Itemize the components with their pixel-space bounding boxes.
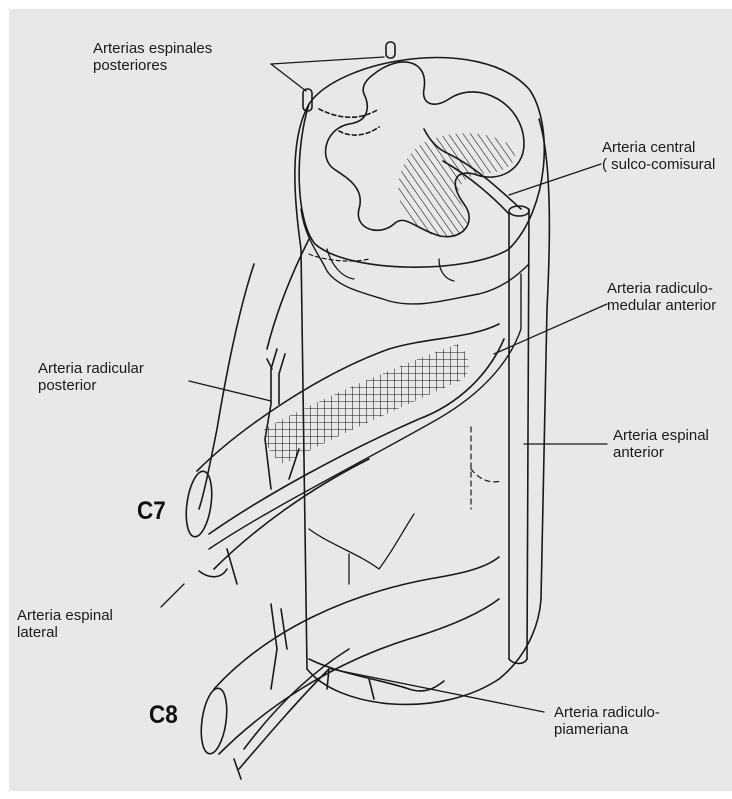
label-anterior-spinal-artery: Arteria espinal anterior: [613, 427, 709, 461]
label-line: Arteria radicular: [38, 360, 144, 377]
label-line: Arteria espinal: [613, 427, 709, 444]
label-line: anterior: [613, 444, 709, 461]
label-posterior-radicular-artery: Arteria radicular posterior: [38, 360, 144, 394]
central-artery-territory: [398, 133, 515, 237]
label-line: Arteria radiculo-: [554, 704, 660, 721]
label-line: Arterias espinales: [93, 40, 212, 57]
label-line: lateral: [17, 624, 113, 641]
cord-right-contour: [539, 119, 549, 599]
label-line: posteriores: [93, 57, 212, 74]
label-radiculopial-artery: Arteria radiculo- piameriana: [554, 704, 660, 738]
radiculopial-artery: [271, 604, 444, 699]
label-line: Arteria radiculo-: [607, 280, 716, 297]
radicular-artery-territory: [264, 344, 469, 464]
cord-lower-end: [307, 599, 541, 704]
posterior-spinal-arteries: [303, 42, 395, 135]
label-posterior-spinal-arteries: Arterias espinales posteriores: [93, 40, 212, 74]
label-line: Arteria espinal: [17, 607, 113, 624]
label-lateral-spinal-artery: Arteria espinal lateral: [17, 607, 113, 641]
anterior-spinal-artery: [509, 206, 529, 664]
segment-label-c8: C8: [149, 701, 178, 730]
spinal-cord-diagram: [9, 9, 732, 791]
label-line: posterior: [38, 377, 144, 394]
label-radiculo-medullary-artery: Arteria radiculo- medular anterior: [607, 280, 716, 314]
label-line: piameriana: [554, 721, 660, 738]
label-line: medular anterior: [607, 297, 716, 314]
label-line: Arteria central: [602, 139, 715, 156]
segment-label-c7: C7: [137, 497, 166, 526]
label-line: ( sulco-comisural: [602, 156, 715, 173]
label-central-artery: Arteria central ( sulco-comisural: [602, 139, 715, 173]
c8-nerve-root: [198, 557, 499, 779]
cord-left-contour: [295, 104, 309, 669]
figure-page: Arterias espinales posteriores Arteria c…: [9, 9, 732, 791]
